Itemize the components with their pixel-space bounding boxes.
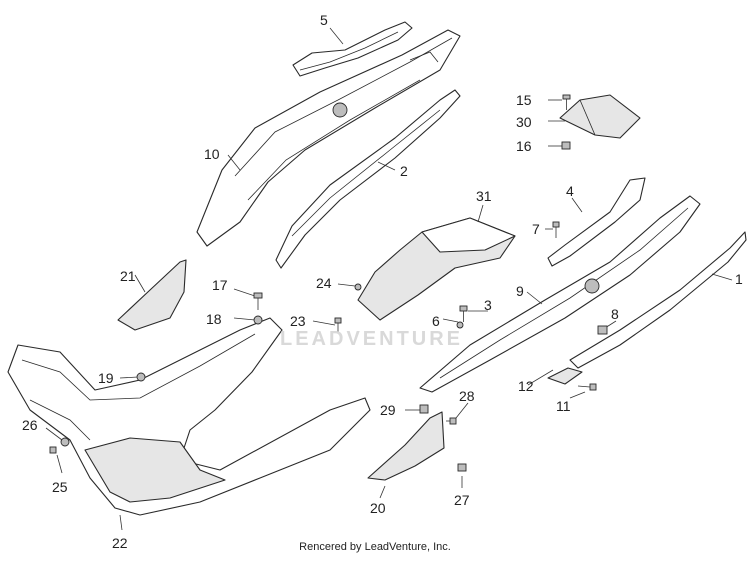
callout-31[interactable]: 31 bbox=[476, 188, 492, 204]
fastener-17-screw[interactable] bbox=[253, 292, 263, 310]
fastener-18-washer[interactable] bbox=[253, 315, 263, 325]
callout-25[interactable]: 25 bbox=[52, 479, 68, 495]
fastener-25-screw[interactable] bbox=[49, 446, 57, 454]
callout-20[interactable]: 20 bbox=[370, 500, 386, 516]
part-10-side-panel[interactable] bbox=[196, 29, 461, 247]
fastener-27-screw[interactable] bbox=[457, 463, 467, 472]
watermark: LEADVENTURE bbox=[280, 328, 464, 350]
callout-9[interactable]: 9 bbox=[516, 283, 524, 299]
part-9-side-panel[interactable] bbox=[419, 195, 701, 393]
callout-24[interactable]: 24 bbox=[316, 275, 332, 291]
part-22-front-panel[interactable] bbox=[7, 317, 371, 516]
callout-16[interactable]: 16 bbox=[516, 138, 532, 154]
part-5-bracket[interactable] bbox=[292, 21, 413, 77]
callout-11[interactable]: 11 bbox=[556, 398, 571, 414]
callout-29[interactable]: 29 bbox=[380, 402, 396, 418]
part-31-center-cover[interactable] bbox=[357, 217, 516, 321]
fastener-28-screw[interactable] bbox=[446, 417, 457, 425]
fastener-23-screw[interactable] bbox=[334, 317, 342, 332]
callout-8[interactable]: 8 bbox=[611, 306, 619, 322]
fastener-7-screw[interactable] bbox=[552, 221, 560, 238]
callout-7[interactable]: 7 bbox=[532, 221, 540, 237]
callout-23[interactable]: 23 bbox=[290, 313, 306, 329]
fastener-11-screw[interactable] bbox=[577, 383, 597, 391]
callout-4[interactable]: 4 bbox=[566, 183, 574, 199]
fastener-15-screw[interactable] bbox=[562, 94, 571, 110]
fastener-3-screw[interactable] bbox=[459, 305, 468, 322]
fastener-26-washer[interactable] bbox=[60, 437, 70, 447]
fastener-24-nut[interactable] bbox=[354, 283, 362, 291]
part-12-clip[interactable] bbox=[547, 367, 583, 385]
callout-26[interactable]: 26 bbox=[22, 417, 38, 433]
part-30-cover[interactable] bbox=[559, 94, 641, 139]
callout-19[interactable]: 19 bbox=[98, 370, 114, 386]
part-21-bracket[interactable] bbox=[117, 259, 187, 331]
callout-27[interactable]: 27 bbox=[454, 492, 470, 508]
fastener-16-nut[interactable] bbox=[561, 141, 571, 150]
callout-21[interactable]: 21 bbox=[120, 268, 136, 284]
part-20-lower-cover[interactable] bbox=[367, 411, 445, 481]
callout-30[interactable]: 30 bbox=[516, 114, 532, 130]
callout-28[interactable]: 28 bbox=[459, 388, 475, 404]
callout-3[interactable]: 3 bbox=[484, 297, 492, 313]
callout-12[interactable]: 12 bbox=[518, 378, 534, 394]
callout-17[interactable]: 17 bbox=[212, 277, 228, 293]
callout-6[interactable]: 6 bbox=[432, 313, 440, 329]
fastener-29-clip[interactable] bbox=[419, 404, 429, 414]
callout-2[interactable]: 2 bbox=[400, 163, 408, 179]
callout-18[interactable]: 18 bbox=[206, 311, 222, 327]
fastener-8-clip[interactable] bbox=[597, 325, 608, 335]
callout-15[interactable]: 15 bbox=[516, 92, 532, 108]
callout-5[interactable]: 5 bbox=[320, 12, 328, 28]
callout-1[interactable]: 1 bbox=[735, 271, 743, 287]
part-4-bracket[interactable] bbox=[547, 177, 646, 267]
fastener-19-nut[interactable] bbox=[136, 372, 146, 382]
part-2-trim-strip[interactable] bbox=[275, 89, 461, 269]
rendered-by-credit: Rencered by LeadVenture, Inc. bbox=[299, 541, 451, 553]
part-1-trim-strip[interactable] bbox=[569, 231, 747, 369]
leader-lines bbox=[45, 27, 733, 531]
callout-22[interactable]: 22 bbox=[112, 535, 128, 551]
fastener-6-washer[interactable] bbox=[456, 321, 464, 329]
callout-10[interactable]: 10 bbox=[204, 146, 220, 162]
